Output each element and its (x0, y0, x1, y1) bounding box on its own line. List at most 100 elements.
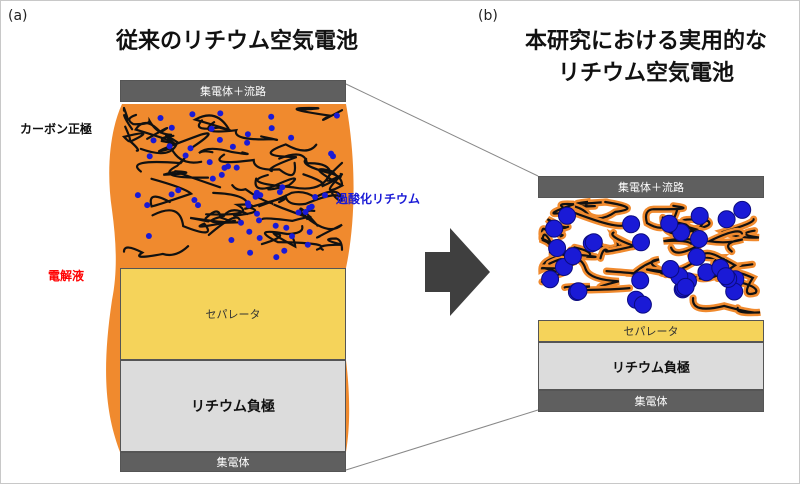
peroxide-particle (302, 209, 309, 215)
carbon-fiber (260, 231, 297, 249)
peroxide-particles-small (134, 110, 340, 261)
peroxide-particle (146, 153, 153, 160)
right-bottom-collector: 集電体 (538, 390, 764, 412)
peroxide-particle (145, 233, 152, 239)
peroxide-particle (228, 237, 235, 243)
peroxide-particle (217, 110, 224, 117)
peroxide-particle (238, 219, 244, 226)
peroxide-particle (558, 206, 576, 225)
peroxide-particle (632, 233, 650, 252)
carbon-fiber (264, 225, 323, 251)
peroxide-particle (733, 200, 752, 219)
carbon-fiber (705, 230, 744, 253)
peroxide-particle (548, 239, 567, 257)
carbon-fiber-network (121, 106, 345, 258)
carbon-fiber (122, 106, 134, 131)
peroxide-particle (168, 191, 175, 198)
peroxide-particle (257, 192, 264, 199)
peroxide-particle (246, 228, 253, 235)
peroxide-particle (295, 209, 302, 216)
peroxide-particle (676, 277, 695, 296)
peroxide-particle (289, 233, 295, 240)
peroxide-particle (660, 214, 679, 233)
transition-arrow-icon (425, 228, 490, 316)
peroxide-particle (144, 202, 151, 209)
left-top-collector: 集電体＋流路 (120, 80, 346, 102)
carbon-fiber (149, 177, 194, 208)
peroxide-particle (273, 254, 280, 261)
peroxide-particle (563, 247, 582, 266)
peroxide-particle (209, 175, 216, 182)
carbon-fiber (254, 177, 297, 191)
peroxide-particle (541, 270, 560, 289)
carbon-fiber (302, 161, 344, 188)
right-top-collector: 集電体＋流路 (538, 176, 764, 198)
left-lithium-anode: リチウム負極 (120, 360, 346, 452)
carbon-fiber (552, 202, 626, 227)
carbon-fiber (278, 153, 332, 175)
zoom-line-bottom (345, 409, 539, 471)
peroxide-particle (306, 229, 313, 235)
carbon-fiber (157, 132, 210, 164)
carbon-fiber (269, 143, 318, 173)
carbon-fiber (319, 237, 344, 251)
peroxide-particle (175, 187, 182, 194)
peroxide-particle (254, 210, 260, 217)
peroxide-particle (225, 163, 231, 170)
peroxide-label-left: 過酸化リチウム (336, 192, 421, 206)
peroxide-particle (268, 113, 275, 120)
peroxide-particle (229, 143, 236, 150)
peroxide-particle (206, 159, 213, 166)
peroxide-particle (279, 184, 286, 191)
carbon-fiber (151, 209, 236, 234)
panel-a-label: (a) (8, 8, 28, 24)
peroxide-particle (716, 267, 735, 286)
peroxide-particle (333, 112, 340, 119)
left-bottom-collector: 集電体 (120, 452, 346, 472)
peroxide-particle (189, 111, 196, 118)
peroxide-particle (272, 222, 279, 229)
peroxide-particle (281, 247, 288, 254)
carbon-fiber (122, 245, 190, 258)
peroxide-particle (633, 295, 652, 314)
zoom-line-top (345, 83, 539, 177)
peroxide-particle (208, 125, 215, 132)
peroxide-particle (256, 235, 263, 241)
carbon-fiber (192, 114, 232, 132)
carbon-fiber (121, 125, 145, 152)
peroxide-particle (304, 241, 311, 248)
carbon-fiber (162, 170, 222, 189)
carbon-fiber (128, 113, 173, 136)
left-title: 従来のリチウム空気電池 (115, 29, 358, 54)
carbon-fiber (284, 192, 344, 206)
right-lithium-anode: リチウム負極 (538, 342, 764, 390)
carbon-fiber (198, 147, 249, 156)
panel-b-label: (b) (478, 8, 498, 24)
peroxide-particle (322, 192, 328, 199)
carbon-fiber (295, 106, 344, 121)
peroxide-particle (584, 233, 603, 252)
peroxide-particle (306, 204, 313, 211)
peroxide-particle (244, 139, 251, 146)
peroxide-particle (216, 136, 223, 143)
peroxide-particle (168, 124, 175, 131)
peroxide-particle (150, 137, 157, 144)
peroxide-particle (276, 189, 283, 195)
peroxide-particle (288, 134, 295, 141)
peroxide-particle (195, 202, 201, 209)
carbon-fiber (139, 134, 179, 155)
peroxide-particle (187, 145, 194, 152)
peroxide-particle (690, 206, 709, 225)
peroxide-particle (244, 200, 251, 207)
carbon-fiber (691, 297, 761, 314)
carbon-fiber (599, 231, 639, 260)
peroxide-particle (661, 260, 680, 278)
electrolyte-label: 電解液 (48, 269, 85, 283)
peroxide-particle (218, 171, 225, 178)
right-separator: セパレータ (538, 320, 764, 342)
peroxide-particle (252, 193, 259, 200)
peroxide-particle (717, 210, 736, 229)
peroxide-particle (545, 219, 564, 238)
peroxide-particle (312, 194, 319, 200)
peroxide-particle (157, 115, 164, 121)
